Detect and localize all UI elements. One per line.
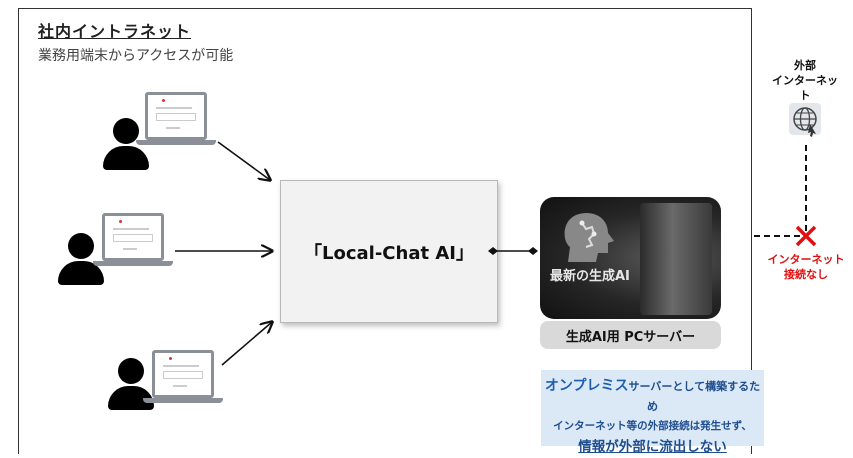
local-chat-ai-label: 「Local-Chat AI」 (304, 242, 474, 264)
diamond-icon (528, 247, 538, 255)
intranet-subtitle: 業務用端末からアクセスが可能 (38, 48, 234, 64)
intranet-boundary (18, 8, 752, 454)
intranet-title: 社内イントラネット (38, 22, 192, 41)
connector-layer (175, 103, 821, 366)
callout-emphasis: オンプレミス (544, 378, 629, 394)
server-image-caption: 最新の生成AI (550, 269, 630, 284)
red-x-icon (795, 225, 817, 247)
server-label-text: 生成AI用 PCサーバー (565, 329, 696, 345)
server-image: 最新の生成AI (540, 197, 721, 319)
person-icon (113, 118, 139, 144)
ai-head-icon (564, 213, 614, 262)
laptop-icon (152, 350, 214, 398)
callout-line2: インターネット等の外部接続は発生せず、 (553, 420, 752, 432)
user-terminal-1 (95, 92, 225, 172)
callout-line1-rest: サーバーとして構築するため (628, 380, 761, 413)
server-label: 生成AI用 PCサーバー (540, 321, 721, 349)
person-icon (118, 358, 144, 384)
server-tower-icon (640, 203, 712, 315)
globe-icon (789, 103, 821, 137)
no-internet-connection-label: インターネット 接続なし (767, 253, 845, 281)
external-internet-title: 外部 インターネット (772, 59, 838, 102)
diamond-icon (488, 247, 498, 255)
laptop-icon (102, 213, 164, 261)
arrow-user1-to-chat (217, 141, 270, 180)
user-terminal-3 (100, 350, 230, 430)
arrow-user3-to-chat (221, 322, 272, 366)
person-icon (68, 233, 94, 259)
user-terminal-2 (50, 213, 180, 293)
laptop-icon (145, 92, 207, 140)
